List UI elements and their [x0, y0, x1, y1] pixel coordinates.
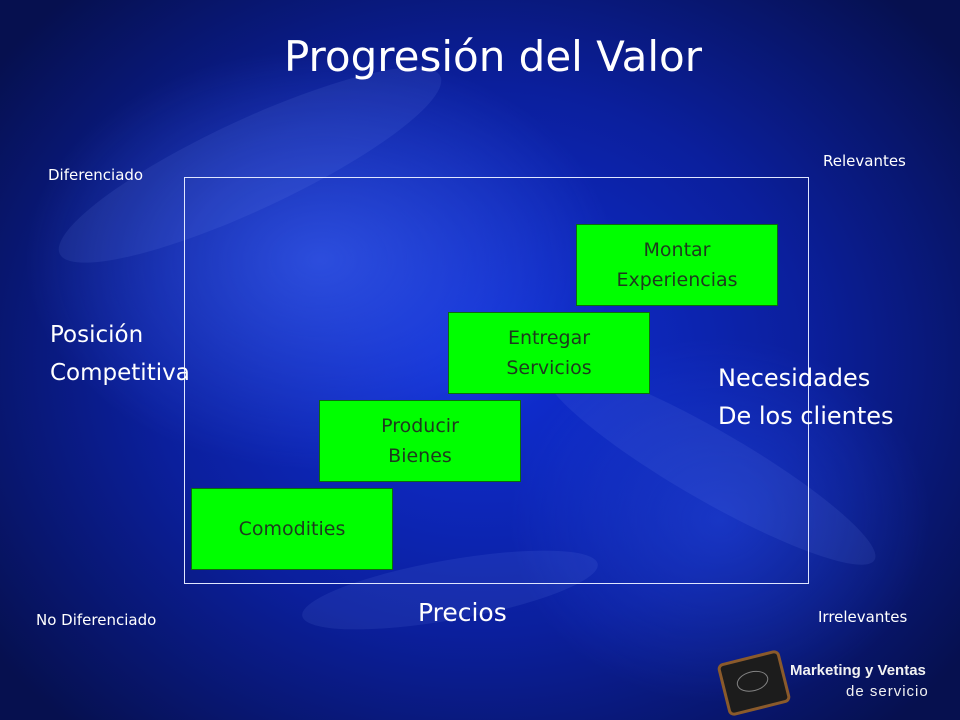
chalk-scribble: [734, 667, 771, 695]
brand-line-1: Marketing y Ventas: [790, 662, 926, 679]
chalkboard-icon: [716, 649, 792, 717]
stage-box-comodities: Comodities: [191, 488, 393, 570]
axis-label-left: Posición Competitiva: [50, 322, 190, 386]
stage-box-entregar-servicios: Entregar Servicios: [448, 312, 650, 394]
corner-label-top-right: Relevantes: [823, 152, 906, 170]
corner-label-bottom-left: No Diferenciado: [36, 611, 157, 629]
corner-label-top-left: Diferenciado: [48, 166, 144, 184]
stage-box-producir-bienes: Producir Bienes: [319, 400, 521, 482]
slide-title: Progresión del Valor: [283, 32, 703, 81]
diagram-frame: [184, 177, 809, 584]
brand-line-2: de servicio: [846, 683, 929, 700]
axis-label-bottom: Precios: [418, 598, 507, 627]
axis-label-right: Necesidades De los clientes: [718, 364, 894, 430]
stage-box-montar-experiencias: Montar Experiencias: [576, 224, 778, 306]
corner-label-bottom-right: Irrelevantes: [818, 608, 908, 626]
